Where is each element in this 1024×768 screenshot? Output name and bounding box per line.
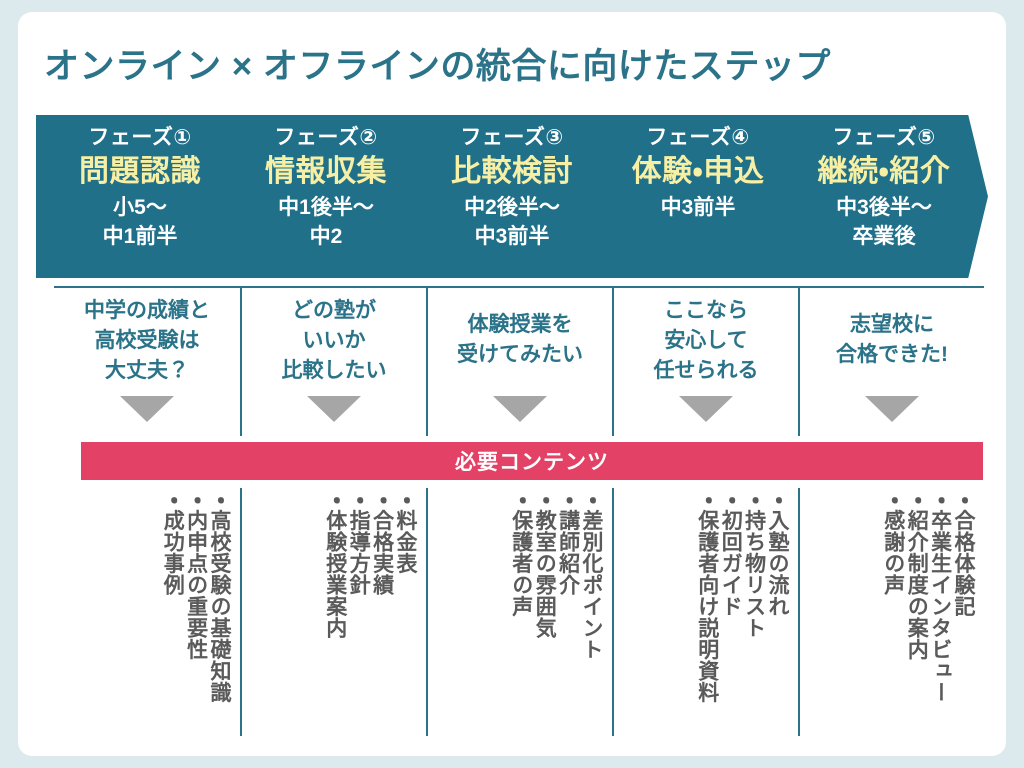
phase-name-5: 継続・紹介	[817, 155, 951, 188]
list-item: ・教室の雰囲気	[533, 488, 557, 639]
quote-3-line1: 体験授業を	[467, 313, 573, 336]
content-column-1: ・高校受験の基礎知識 ・内申点の重要性 ・成功事例	[54, 488, 240, 736]
quote-2-line1: どの塾が	[292, 299, 376, 322]
required-content-banner: 必要コンテンツ	[81, 442, 983, 480]
phase-number-5: フェーズ⑤	[832, 126, 936, 149]
quote-2-line3: 比較したい	[281, 359, 387, 382]
quote-5-line1: 志望校に	[850, 313, 934, 336]
list-item: ・持ち物リスト	[742, 488, 766, 639]
quote-column-3: 体験授業を 受けてみたい	[426, 286, 612, 436]
phase-period-1: 小5〜 中1前半	[36, 193, 244, 251]
phase-name-3: 比較検討	[451, 155, 573, 188]
phase-period-4: 中3前半	[594, 193, 802, 222]
list-item: ・高校受験の基礎知識	[208, 488, 231, 703]
list-item: ・指導方針	[347, 488, 371, 596]
quote-text-2: どの塾が いいか 比較したい	[242, 288, 426, 386]
arrow-down-icon-5	[865, 396, 919, 422]
quote-text-1: 中学の成績と 高校受験は 大丈夫？	[54, 288, 240, 386]
phase-header-2[interactable]: フェーズ② 情報収集 中1後半〜 中2	[222, 115, 430, 278]
list-item: ・講師紹介	[556, 488, 580, 596]
phase-period-2: 中1後半〜 中2	[222, 193, 430, 251]
quote-5-line2: 合格できた!	[836, 343, 948, 366]
phase-name-2: 情報収集	[265, 155, 387, 188]
quote-column-2: どの塾が いいか 比較したい	[240, 286, 426, 436]
phase-header-4[interactable]: フェーズ④ 体験・申込 中3前半	[594, 115, 802, 278]
quote-text-4: ここなら 安心して 任せられる	[614, 288, 798, 386]
content-column-2: ・料金表 ・合格実績 ・指導方針 ・体験授業案内	[240, 488, 426, 736]
quote-4-line1: ここなら	[664, 299, 748, 322]
arrow-down-icon-4	[679, 396, 733, 422]
quote-1-line3: 大丈夫？	[105, 359, 189, 382]
phase-number-4: フェーズ④	[646, 126, 750, 149]
quote-4-line3: 任せられる	[653, 359, 759, 382]
list-item: ・卒業生インタビュー	[928, 488, 952, 703]
arrow-down-icon-3	[493, 396, 547, 422]
list-item: ・初回ガイド	[719, 488, 743, 617]
list-item: ・保護者向け説明資料	[695, 488, 719, 703]
quote-column-1: 中学の成績と 高校受験は 大丈夫？	[54, 286, 240, 436]
content-list-row: ・高校受験の基礎知識 ・内申点の重要性 ・成功事例 ・料金表 ・合格実績 ・指導…	[54, 488, 1006, 736]
list-item: ・保護者の声	[509, 488, 533, 617]
list-item: ・合格実績	[370, 488, 394, 596]
quote-4-line2: 安心して	[664, 329, 748, 352]
phase-period-2-line1: 中1後半〜	[278, 196, 374, 219]
arrow-down-icon-2	[307, 396, 361, 422]
list-item: ・成功事例	[161, 488, 185, 596]
quote-column-5: 志望校に 合格できた!	[798, 286, 984, 436]
list-item: ・体験授業案内	[323, 488, 347, 639]
list-item: ・料金表	[394, 488, 417, 574]
phase-name-1: 問題認識	[79, 155, 201, 188]
phase-period-3-line1: 中2後半〜	[464, 196, 560, 219]
phase-period-1-line2: 中1前半	[102, 225, 178, 248]
phase-period-4-line1: 中3前半	[660, 196, 736, 219]
phase-header-5[interactable]: フェーズ⑤ 継続・紹介 中3後半〜 卒業後	[780, 115, 988, 278]
quote-column-4: ここなら 安心して 任せられる	[612, 286, 798, 436]
phase-number-1: フェーズ①	[88, 126, 192, 149]
phase-period-3-line2: 中3前半	[474, 225, 550, 248]
quote-text-5: 志望校に 合格できた!	[800, 288, 984, 370]
phase-period-5-line1: 中3後半〜	[836, 196, 932, 219]
list-item: ・感謝の声	[881, 488, 905, 596]
phase-header-1[interactable]: フェーズ① 問題認識 小5〜 中1前半	[36, 115, 244, 278]
phase-period-3: 中2後半〜 中3前半	[408, 193, 616, 251]
phase-number-2: フェーズ②	[274, 126, 378, 149]
phase-period-5-line2: 卒業後	[852, 225, 916, 248]
content-column-3: ・差別化ポイント ・講師紹介 ・教室の雰囲気 ・保護者の声	[426, 488, 612, 736]
phase-header-3[interactable]: フェーズ③ 比較検討 中2後半〜 中3前半	[408, 115, 616, 278]
slide-card: オンライン × オフラインの統合に向けたステップ フェーズ① 問題認識 小5〜 …	[18, 12, 1006, 756]
quote-text-3: 体験授業を 受けてみたい	[428, 288, 612, 370]
list-item: ・差別化ポイント	[580, 488, 603, 660]
list-item: ・入塾の流れ	[766, 488, 789, 617]
content-column-4: ・入塾の流れ ・持ち物リスト ・初回ガイド ・保護者向け説明資料	[612, 488, 798, 736]
list-item: ・内申点の重要性	[184, 488, 208, 660]
phase-period-1-line1: 小5〜	[113, 196, 167, 219]
quote-1-line2: 高校受験は	[94, 329, 200, 352]
phase-period-5: 中3後半〜 卒業後	[780, 193, 988, 251]
required-content-banner-label: 必要コンテンツ	[455, 451, 609, 474]
quote-row: 中学の成績と 高校受験は 大丈夫？ どの塾が いいか 比較したい 体験授業を 受…	[54, 286, 1006, 436]
phase-header-row: フェーズ① 問題認識 小5〜 中1前半 フェーズ② 情報収集 中1後半〜 中2 …	[36, 115, 988, 278]
list-item: ・合格体験記	[952, 488, 975, 617]
quote-2-line2: いいか	[302, 329, 366, 352]
phase-name-4: 体験・申込	[631, 155, 765, 188]
phase-number-3: フェーズ③	[460, 126, 564, 149]
quote-3-line2: 受けてみたい	[457, 343, 583, 366]
quote-1-line1: 中学の成績と	[84, 299, 210, 322]
page-title: オンライン × オフラインの統合に向けたステップ	[44, 47, 831, 86]
content-column-5: ・合格体験記 ・卒業生インタビュー ・紹介制度の案内 ・感謝の声	[798, 488, 984, 736]
list-item: ・紹介制度の案内	[905, 488, 929, 660]
phase-period-2-line2: 中2	[309, 225, 343, 248]
arrow-down-icon-1	[120, 396, 174, 422]
